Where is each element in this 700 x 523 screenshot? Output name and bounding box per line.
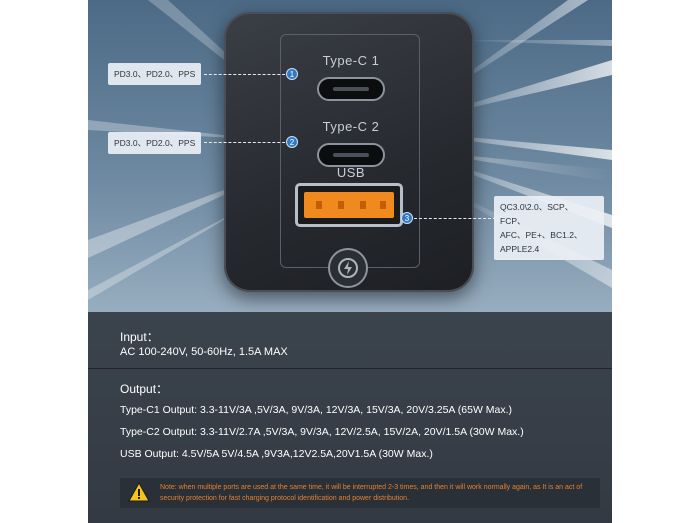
- note-text: Note: when multiple ports are used at th…: [160, 484, 583, 502]
- callout-text-3b: AFC、PE+、BC1.2、: [500, 230, 583, 240]
- usb-pin: [380, 201, 386, 209]
- callout-line-3: [414, 218, 496, 219]
- usb-pin: [338, 201, 344, 209]
- usb-pin: [360, 201, 366, 209]
- product-image-frame: Type-C 1 Type-C 2 USB PD3.0、PD2.0、P: [88, 0, 612, 523]
- callout-text-2: PD3.0、PD2.0、PPS: [114, 138, 196, 148]
- usb-a-tongue: [304, 192, 394, 218]
- input-value: AC 100-240V, 50-60Hz, 1.5A MAX: [120, 346, 288, 358]
- callout-number-2: 2: [286, 136, 298, 148]
- usb-label: USB: [336, 165, 366, 180]
- brand-logo-icon: [328, 248, 368, 288]
- type-c2-port: [317, 143, 385, 167]
- warning-icon: [128, 482, 150, 502]
- usb-a-port: [295, 183, 403, 227]
- note-box: Note: when multiple ports are used at th…: [120, 478, 600, 508]
- port-panel: Type-C 1 Type-C 2 USB: [280, 34, 420, 268]
- callout-number-1: 1: [286, 68, 298, 80]
- spec-section: Input： AC 100-240V, 50-60Hz, 1.5A MAX Ou…: [88, 312, 612, 523]
- type-c2-output: Type-C2 Output: 3.3-11V/2.7A ,5V/3A, 9V/…: [120, 426, 524, 438]
- input-title: Input：: [120, 330, 159, 344]
- usb-pin: [316, 201, 322, 209]
- callout-text-3a: QC3.0\2.0、SCP、FCP、: [500, 202, 574, 226]
- callout-text-3c: APPLE2.4: [500, 244, 540, 254]
- type-c2-label: Type-C 2: [322, 119, 380, 134]
- charger-body: Type-C 1 Type-C 2 USB: [224, 12, 474, 292]
- spec-divider: [88, 368, 612, 369]
- type-c1-port: [317, 77, 385, 101]
- callout-box-2: PD3.0、PD2.0、PPS: [108, 132, 202, 154]
- usb-output: USB Output: 4.5V/5A 5V/4.5A ,9V3A,12V2.5…: [120, 448, 433, 460]
- callout-text-1: PD3.0、PD2.0、PPS: [114, 69, 196, 79]
- type-c1-output: Type-C1 Output: 3.3-11V/3A ,5V/3A, 9V/3A…: [120, 404, 513, 416]
- callout-box-3: QC3.0\2.0、SCP、FCP、 AFC、PE+、BC1.2、 APPLE2…: [494, 196, 604, 260]
- callout-number-3: 3: [401, 212, 413, 224]
- type-c1-label: Type-C 1: [322, 53, 380, 68]
- callout-box-1: PD3.0、PD2.0、PPS: [108, 63, 202, 85]
- callout-line-1: [204, 74, 290, 75]
- output-title: Output：: [120, 382, 169, 396]
- callout-line-2: [204, 142, 290, 143]
